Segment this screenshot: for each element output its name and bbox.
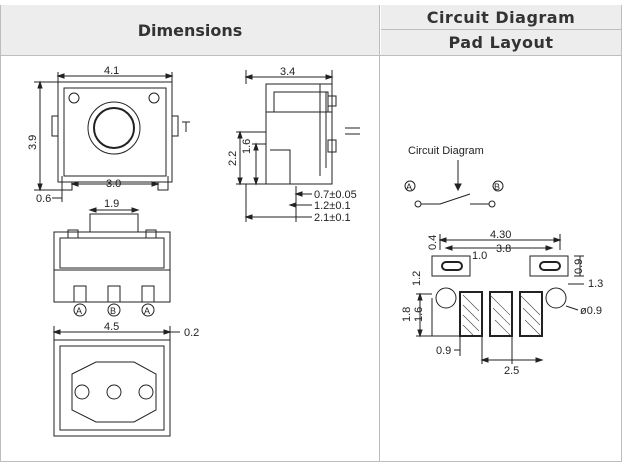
dim-left-height: 3.9 xyxy=(27,135,39,150)
dim-tol-2: 1.2±0.1 xyxy=(314,200,351,212)
terminal-a1-label: A xyxy=(76,306,82,316)
circuit-label-b: B xyxy=(494,182,500,192)
circuit-terminal-a-marker xyxy=(404,180,416,192)
front-view xyxy=(53,207,171,317)
bottom-hole-2 xyxy=(106,384,122,400)
bottom-hole-3 xyxy=(138,384,154,400)
pad-right-slot xyxy=(529,255,569,277)
terminal-a2-marker xyxy=(141,303,155,317)
side-tab-right xyxy=(171,115,179,137)
mount-hole-left xyxy=(68,92,80,104)
circuit-node-b xyxy=(488,200,496,208)
pad-layout-drawing xyxy=(416,234,584,364)
pad-width: 0.9 xyxy=(436,345,451,357)
side-view xyxy=(236,70,360,222)
dim-front-width: 1.9 xyxy=(104,198,119,210)
pad-hole-diameter: ø0.9 xyxy=(580,305,602,317)
column-divider xyxy=(379,5,380,462)
leg-left xyxy=(61,176,73,191)
pad-pitch: 2.5 xyxy=(504,365,519,377)
pad-hole-right xyxy=(545,287,567,309)
dim-side-width: 3.4 xyxy=(280,66,295,78)
pad-layout-header: Pad Layout xyxy=(381,30,621,55)
header-divider xyxy=(0,55,622,56)
top-view-inner xyxy=(63,87,167,177)
pad-left-mid: 1.2 xyxy=(411,271,423,286)
bottom-hole-1 xyxy=(74,384,90,400)
terminal-a2-label: A xyxy=(144,306,150,316)
pad-3 xyxy=(519,291,543,337)
terminal-b-marker xyxy=(107,303,121,317)
right-border xyxy=(621,5,622,462)
pad-inner-width: 3.8 xyxy=(496,243,511,255)
pad-total-width: 4.30 xyxy=(490,229,511,241)
bottom-body xyxy=(53,339,171,437)
pad-right-slot-inner xyxy=(539,261,561,271)
side-tab-left xyxy=(51,115,59,137)
dim-bottom-offset: 0.2 xyxy=(184,327,199,339)
terminal-b-label: B xyxy=(110,306,116,316)
pad-outer-height: 1.8 xyxy=(401,307,413,322)
front-body xyxy=(53,231,171,303)
front-actuator xyxy=(89,213,139,233)
header-split xyxy=(381,29,621,30)
dim-bottom-width: 4.5 xyxy=(104,321,119,333)
circuit-diagram-header: Circuit Diagram xyxy=(381,5,621,29)
dim-side-inner: 1.6 xyxy=(241,139,253,154)
pad-right-side: 1.3 xyxy=(588,278,603,290)
circuit-terminal-b-marker xyxy=(492,180,504,192)
bottom-view xyxy=(52,326,180,437)
dimensions-header: Dimensions xyxy=(1,5,379,55)
dim-tol-1: 0.7±0.05 xyxy=(314,189,357,201)
circuit-node-a xyxy=(414,200,422,208)
bottom-pad-outline xyxy=(71,361,157,423)
pad-2 xyxy=(489,291,513,337)
dim-pin-offset: 0.6 xyxy=(36,193,51,205)
dim-pin-span: 3.0 xyxy=(106,178,121,190)
pad-left-top: 0.4 xyxy=(427,235,439,250)
dim-tol-3: 2.1±0.1 xyxy=(314,212,351,224)
actuator-inner xyxy=(93,107,135,149)
pad-left-slot xyxy=(431,255,471,277)
pad-1 xyxy=(459,291,483,337)
bottom-border xyxy=(0,461,622,462)
terminal-pin-1 xyxy=(73,285,87,303)
pad-left-slot-inner xyxy=(441,261,463,271)
leg-right xyxy=(157,176,169,191)
side-view-rails xyxy=(319,84,327,176)
side-view-body xyxy=(265,83,333,185)
top-view xyxy=(34,72,190,202)
left-border xyxy=(0,5,1,462)
actuator-outer xyxy=(87,101,141,155)
terminal-pin-3 xyxy=(141,285,155,303)
terminal-a1-marker xyxy=(73,303,87,317)
circuit-switch-blade xyxy=(439,193,471,205)
dim-side-height: 2.2 xyxy=(227,151,239,166)
pad-inner-height: 1.6 xyxy=(413,307,425,322)
terminal-pin-2 xyxy=(107,285,121,303)
circuit-schematic xyxy=(404,160,504,208)
circuit-title: Circuit Diagram xyxy=(408,145,484,157)
pad-right-top: 0.9 xyxy=(573,259,585,274)
dim-top-width: 4.1 xyxy=(104,65,119,77)
pad-slot-width: 1.0 xyxy=(472,250,487,262)
pad-hole-left xyxy=(435,287,457,309)
top-view-body xyxy=(57,81,173,183)
mount-hole-right xyxy=(148,92,160,104)
circuit-label-a: A xyxy=(406,182,412,192)
side-view-pin xyxy=(270,149,291,184)
